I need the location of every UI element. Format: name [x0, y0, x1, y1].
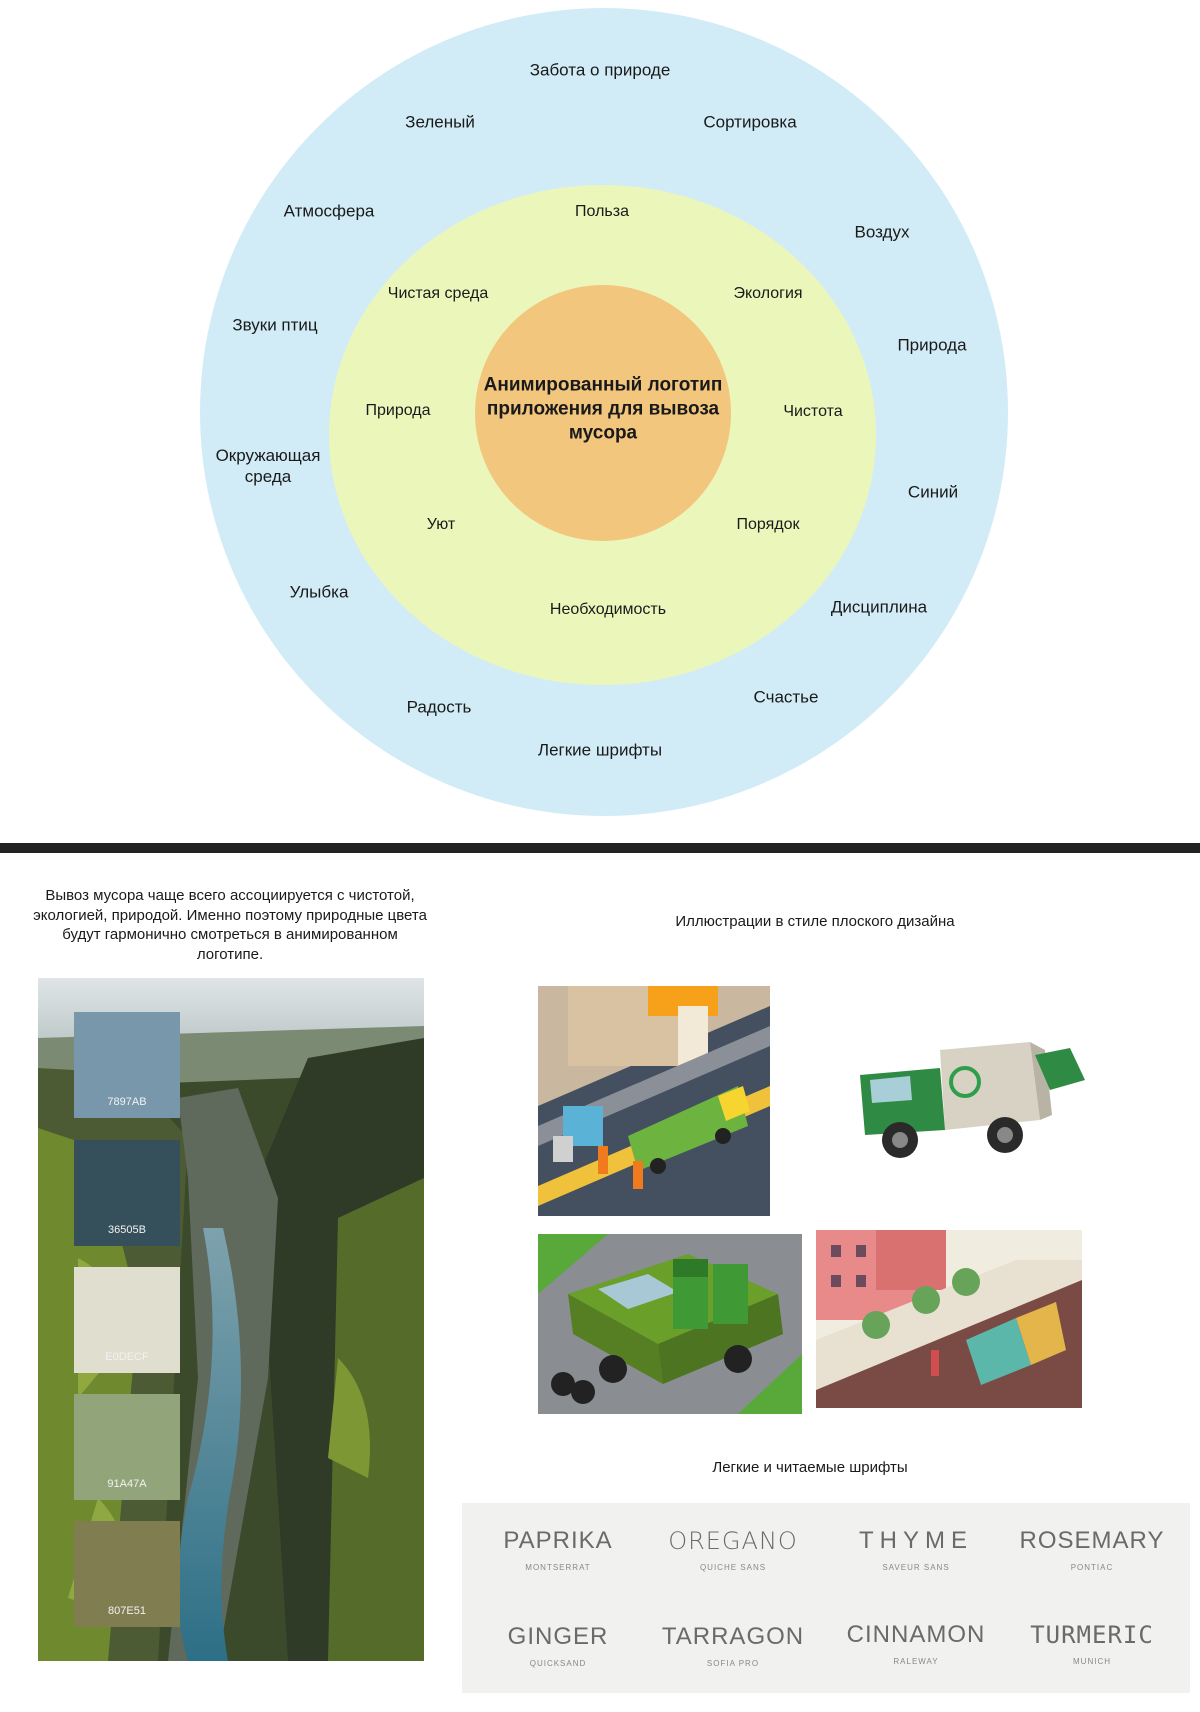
font-sample: THYME SAVEUR SANS [859, 1527, 973, 1572]
font-sample-family: MUNICH [1073, 1657, 1111, 1666]
illustration-pickup-bins [538, 1234, 802, 1414]
illustration-street-truck [538, 986, 770, 1216]
swatch-beige: E0DECF [74, 1267, 180, 1373]
outer-word: Дисциплина [830, 597, 928, 617]
outer-word: Природа [897, 335, 967, 355]
swatch-code: 36505B [108, 1224, 146, 1236]
font-sample-family: QUICHE SANS [699, 1563, 767, 1572]
swatch-olive: 807E51 [74, 1521, 180, 1627]
middle-word: Чистая среда [387, 285, 489, 302]
landscape-photo: 7897AB 36505B E0DECF 91A47A 807E51 [38, 978, 424, 1661]
middle-word: Порядок [736, 516, 800, 533]
font-sample-family: MONTSERRAT [525, 1563, 591, 1572]
swatch-code: 7897AB [107, 1096, 147, 1108]
outer-word: Счастье [753, 687, 819, 707]
middle-word: Природа [365, 402, 431, 419]
illustration-toy-truck [830, 1020, 1100, 1170]
swatch-dark-slate: 36505B [74, 1140, 180, 1246]
swatch-code: 807E51 [108, 1605, 146, 1617]
outer-word: Окружающая среда [215, 445, 321, 486]
middle-word: Экология [733, 285, 803, 302]
outer-word: Радость [406, 697, 472, 717]
middle-word: Чистота [783, 403, 843, 420]
outer-word: Атмосфера [283, 201, 375, 221]
font-sample-name: GINGER [507, 1623, 609, 1650]
outer-word: Воздух [854, 222, 910, 242]
font-samples-board: PAPRIKA MONTSERRAT OREGANO QUICHE SANS T… [462, 1503, 1190, 1693]
outer-word: Сортировка [703, 112, 797, 132]
font-sample: CINNAMON RALEWAY [847, 1621, 986, 1666]
swatch-code: E0DECF [105, 1351, 149, 1363]
outer-word: Улыбка [289, 582, 349, 602]
font-sample-name: CINNAMON [846, 1621, 986, 1648]
core-title: Анимированный логотип приложения для выв… [483, 374, 723, 443]
middle-word: Уют [426, 516, 456, 533]
font-sample-name: THYME [859, 1527, 973, 1554]
font-sample-name: ROSEMARY [1019, 1527, 1165, 1554]
font-sample-name: PAPRIKA [503, 1527, 613, 1554]
font-sample-family: PONTIAC [1070, 1563, 1114, 1572]
swatch-blue: 7897AB [74, 1012, 180, 1118]
outer-word: Забота о природе [529, 60, 671, 80]
illustration-city-collection [816, 1230, 1082, 1408]
swatch-sage: 91A47A [74, 1394, 180, 1500]
palette-caption: Вывоз мусора чаще всего ассоциируется с … [33, 887, 427, 963]
section-divider [0, 843, 1200, 853]
font-sample: TURMERIC MUNICH [1030, 1621, 1154, 1666]
outer-word: Зеленый [405, 112, 475, 132]
outer-word: Синий [907, 482, 959, 502]
font-sample-name: TURMERIC [1030, 1621, 1154, 1649]
font-sample: OREGANO QUICHE SANS [668, 1527, 798, 1572]
middle-word: Необходимость [549, 601, 667, 618]
illustrations-caption: Иллюстрации в стиле плоского дизайна [675, 913, 955, 930]
font-sample: ROSEMARY PONTIAC [1020, 1527, 1165, 1572]
core-circle [475, 285, 731, 541]
font-sample-family: SAVEUR SANS [882, 1563, 950, 1572]
font-sample: TARRAGON SOFIA PRO [662, 1623, 804, 1668]
swatch-code: 91A47A [107, 1478, 147, 1490]
outer-word: Легкие шрифты [537, 740, 663, 760]
association-diagram: Польза Экология Чистота Порядок Необходи… [0, 0, 1200, 830]
font-sample-name: OREGANO [668, 1527, 798, 1555]
font-sample-family: QUICKSAND [529, 1659, 587, 1668]
font-sample: GINGER QUICKSAND [508, 1623, 609, 1668]
font-sample-family: SOFIA PRO [706, 1659, 760, 1668]
font-sample: PAPRIKA MONTSERRAT [503, 1527, 612, 1572]
font-sample-name: TARRAGON [661, 1623, 805, 1650]
font-sample-family: RALEWAY [893, 1657, 939, 1666]
outer-word: Звуки птиц [232, 315, 318, 335]
fonts-caption: Легкие и читаемые шрифты [712, 1459, 908, 1476]
middle-word: Польза [575, 203, 629, 220]
